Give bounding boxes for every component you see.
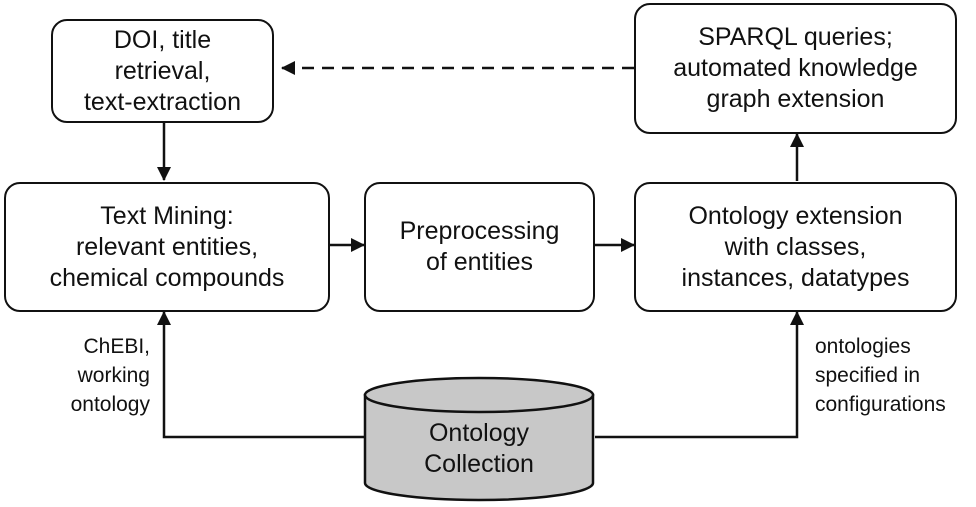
edge-label-configurations-line-3: configurations	[815, 393, 946, 416]
node-ontology-extension-line-2: with classes,	[724, 232, 867, 261]
node-ontology-collection-line-2: Collection	[424, 450, 534, 478]
edge-label-configurations: ontologies specified in configurations	[815, 332, 973, 419]
node-sparql-line-1: SPARQL queries;	[698, 23, 893, 51]
edge-label-chebi-line-3: ontology	[70, 393, 150, 416]
node-doi-retrieval-line-1: DOI, title	[113, 25, 212, 54]
node-ontology-collection: Ontology Collection	[363, 418, 595, 480]
node-ontology-extension-line-1: Ontology extension	[688, 201, 903, 230]
edge-collection-to-textmining	[157, 311, 364, 439]
node-sparql-line-2: automated knowledge	[673, 54, 918, 82]
edge-collection-to-extension	[595, 311, 804, 439]
node-text-mining-line-3: chemical compounds	[49, 263, 285, 292]
node-preprocessing-line-2: of entities	[425, 248, 533, 276]
node-doi-retrieval: DOI, title retrieval, text-extraction	[51, 19, 274, 123]
edge-label-chebi-line-2: working	[77, 364, 150, 387]
node-text-mining-line-2: relevant entities,	[75, 232, 259, 261]
node-doi-retrieval-line-3: text-extraction	[83, 87, 241, 116]
edge-label-chebi-line-1: ChEBI,	[83, 335, 150, 358]
node-sparql-line-3: graph extension	[706, 85, 885, 113]
node-preprocessing-line-1: Preprocessing	[399, 217, 560, 245]
database-cylinder-icon	[363, 376, 595, 502]
node-sparql: SPARQL queries; automated knowledge grap…	[634, 3, 957, 134]
edge-label-configurations-line-1: ontologies	[815, 335, 911, 358]
node-preprocessing: Preprocessing of entities	[364, 182, 595, 312]
edge-label-chebi: ChEBI, working ontology	[40, 332, 150, 419]
edge-label-configurations-line-2: specified in	[815, 364, 921, 387]
node-doi-retrieval-line-2: retrieval,	[114, 56, 211, 85]
node-ontology-extension: Ontology extension with classes, instanc…	[634, 182, 957, 312]
node-ontology-collection-line-1: Ontology	[428, 419, 530, 447]
node-ontology-extension-line-3: instances, datatypes	[681, 263, 910, 292]
node-text-mining-line-1: Text Mining:	[100, 201, 234, 230]
node-text-mining: Text Mining: relevant entities, chemical…	[4, 182, 330, 312]
